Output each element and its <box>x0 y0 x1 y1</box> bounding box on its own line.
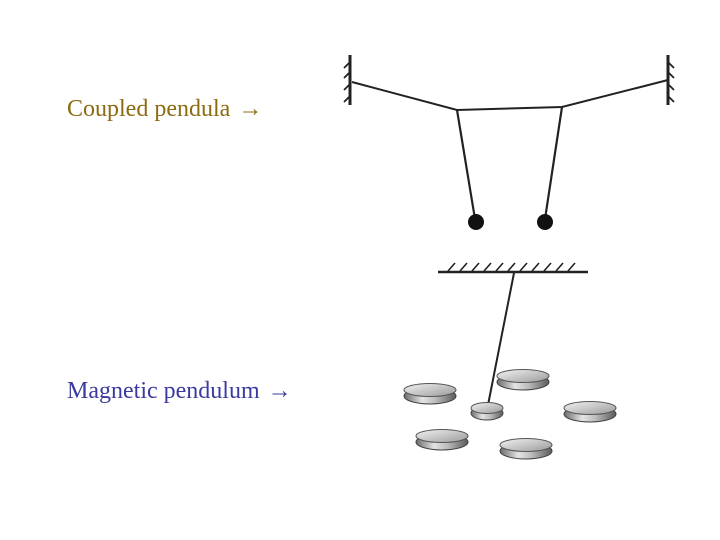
right-wall-support <box>666 55 675 105</box>
right-pendulum-string <box>543 106 564 220</box>
magnetic-pendulum-figure <box>438 262 588 406</box>
ceiling-support <box>438 262 588 274</box>
right-arrow-icon: → <box>267 378 292 404</box>
right-arrow-icon: → <box>238 96 263 122</box>
magnetic-pendulum-caption: Magnetic pendulum → <box>67 376 292 406</box>
coupling-string <box>351 79 669 112</box>
magnet-disk <box>563 401 617 423</box>
right-pendulum-bob <box>537 214 553 230</box>
magnetic-pendulum-label: Magnetic pendulum <box>67 378 260 404</box>
left-pendulum-bob <box>468 214 484 230</box>
left-wall-support <box>343 55 352 105</box>
magnet-disk <box>499 438 553 460</box>
magnet-disk <box>496 369 550 391</box>
coupled-pendula-caption: Coupled pendula → <box>67 94 262 124</box>
magnet-disk <box>403 383 457 405</box>
magnet-disk <box>415 429 469 451</box>
coupled-pendula-label: Coupled pendula <box>67 96 231 122</box>
magnetic-pendulum-string <box>487 272 515 406</box>
left-pendulum-string <box>455 109 477 220</box>
coupled-pendula-figure <box>343 55 675 230</box>
magnetic-pendulum-bob <box>470 402 504 421</box>
